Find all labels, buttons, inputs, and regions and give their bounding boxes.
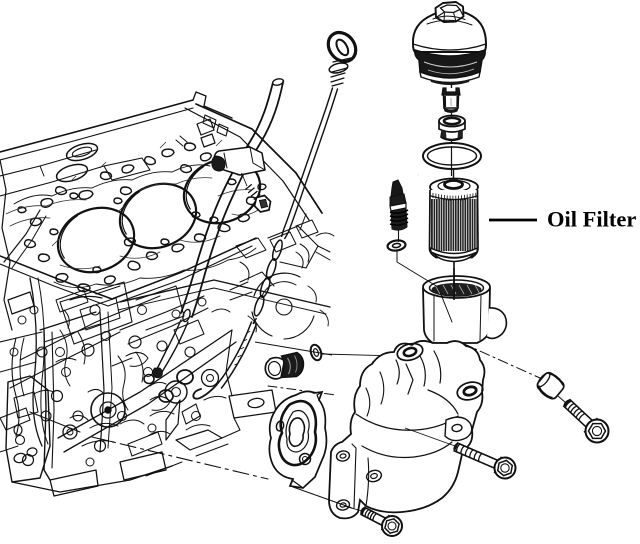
svg-text:Oil Filter: Oil Filter: [547, 207, 636, 232]
